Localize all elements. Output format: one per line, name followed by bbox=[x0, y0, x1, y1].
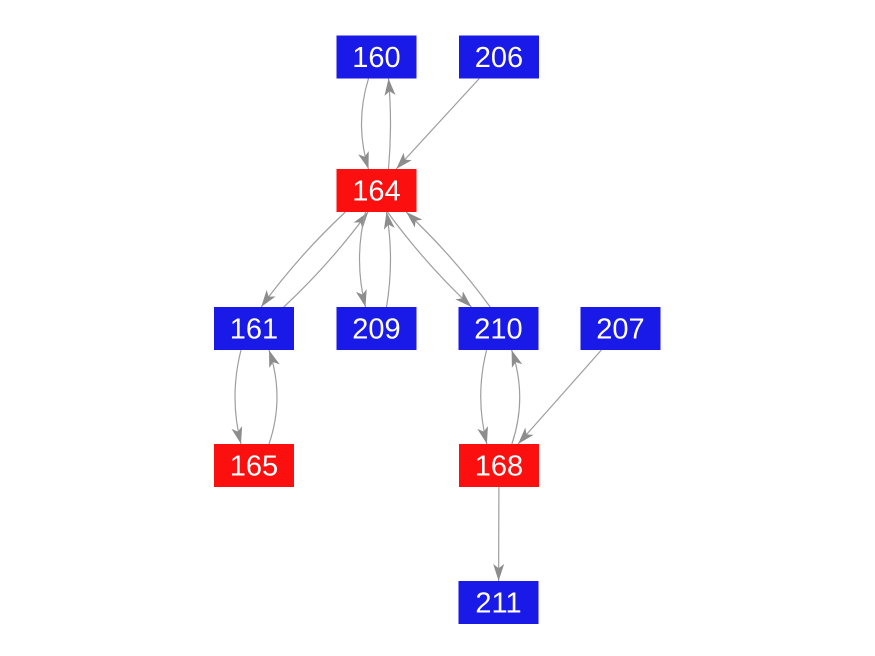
edge-168-210 bbox=[511, 349, 523, 445]
node-160-label: 160 bbox=[352, 42, 400, 74]
edge-164-209 bbox=[356, 211, 367, 308]
edge-164-160 bbox=[384, 78, 396, 170]
node-168-label: 168 bbox=[475, 451, 523, 483]
node-165-label: 165 bbox=[230, 451, 278, 483]
edge-160-164 bbox=[358, 78, 370, 170]
edge-layer bbox=[231, 78, 602, 582]
edge-210-168 bbox=[477, 349, 488, 445]
edge-164-161 bbox=[260, 211, 346, 308]
node-168-box[interactable] bbox=[459, 444, 539, 487]
node-161-label: 161 bbox=[230, 314, 278, 346]
node-207-box[interactable] bbox=[580, 307, 661, 350]
node-164[interactable]: 164 bbox=[336, 169, 417, 212]
edge-209-164 bbox=[383, 211, 395, 308]
node-210-label: 210 bbox=[474, 314, 522, 346]
node-165[interactable]: 165 bbox=[214, 444, 294, 487]
edge-206-164 bbox=[395, 78, 480, 170]
node-209-box[interactable] bbox=[336, 307, 417, 350]
node-165-box[interactable] bbox=[214, 444, 294, 487]
node-168[interactable]: 168 bbox=[459, 444, 539, 487]
node-209[interactable]: 209 bbox=[336, 307, 417, 350]
node-206-box[interactable] bbox=[459, 35, 539, 79]
node-210[interactable]: 210 bbox=[458, 307, 539, 350]
node-209-label: 209 bbox=[352, 314, 400, 346]
node-206-label: 206 bbox=[475, 42, 523, 74]
node-211-box[interactable] bbox=[458, 581, 539, 624]
node-207[interactable]: 207 bbox=[580, 307, 661, 350]
edge-164-210 bbox=[387, 211, 472, 308]
node-207-label: 207 bbox=[596, 314, 644, 346]
node-160[interactable]: 160 bbox=[336, 35, 417, 79]
node-211[interactable]: 211 bbox=[458, 581, 539, 624]
edge-161-165 bbox=[231, 349, 243, 445]
edge-161-164 bbox=[283, 211, 369, 308]
node-206[interactable]: 206 bbox=[459, 35, 539, 79]
edge-210-164 bbox=[405, 211, 491, 308]
node-211-label: 211 bbox=[475, 588, 521, 620]
node-210-box[interactable] bbox=[458, 307, 539, 350]
node-164-label: 164 bbox=[352, 176, 400, 208]
node-layer: 160 206 164 161 209 210 207 165 168 211 bbox=[214, 35, 661, 624]
node-161-box[interactable] bbox=[214, 307, 294, 350]
edge-207-168 bbox=[517, 349, 602, 445]
node-160-box[interactable] bbox=[336, 35, 417, 79]
edge-165-161 bbox=[268, 349, 280, 445]
node-161[interactable]: 161 bbox=[214, 307, 294, 350]
node-164-box[interactable] bbox=[336, 169, 417, 212]
